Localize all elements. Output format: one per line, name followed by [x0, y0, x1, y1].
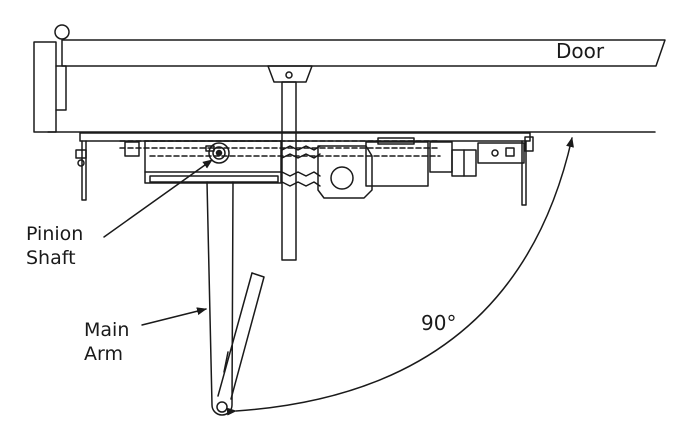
door-panel: [61, 39, 666, 67]
door-hinge: [54, 24, 70, 40]
pinion-label-line-1: Pinion: [26, 223, 84, 245]
arm-label-line-1: Main: [84, 319, 130, 341]
main-arm: [206, 181, 234, 416]
operator-housing: [75, 132, 534, 206]
pinion-shaft-label: Pinion Shaft: [26, 222, 83, 270]
door-bracket: [267, 65, 313, 261]
door-frame: [33, 41, 67, 133]
forearm: [217, 272, 265, 400]
swing-arc: [226, 137, 574, 416]
arm-label-line-2: Arm: [84, 343, 123, 365]
pinion-leader: [103, 159, 213, 238]
door-label: Door: [556, 39, 605, 63]
arm-leader: [141, 307, 207, 326]
pinion-label-line-2: Shaft: [26, 247, 76, 269]
angle-label: 90°: [421, 311, 457, 335]
main-arm-label: Main Arm: [84, 318, 129, 366]
